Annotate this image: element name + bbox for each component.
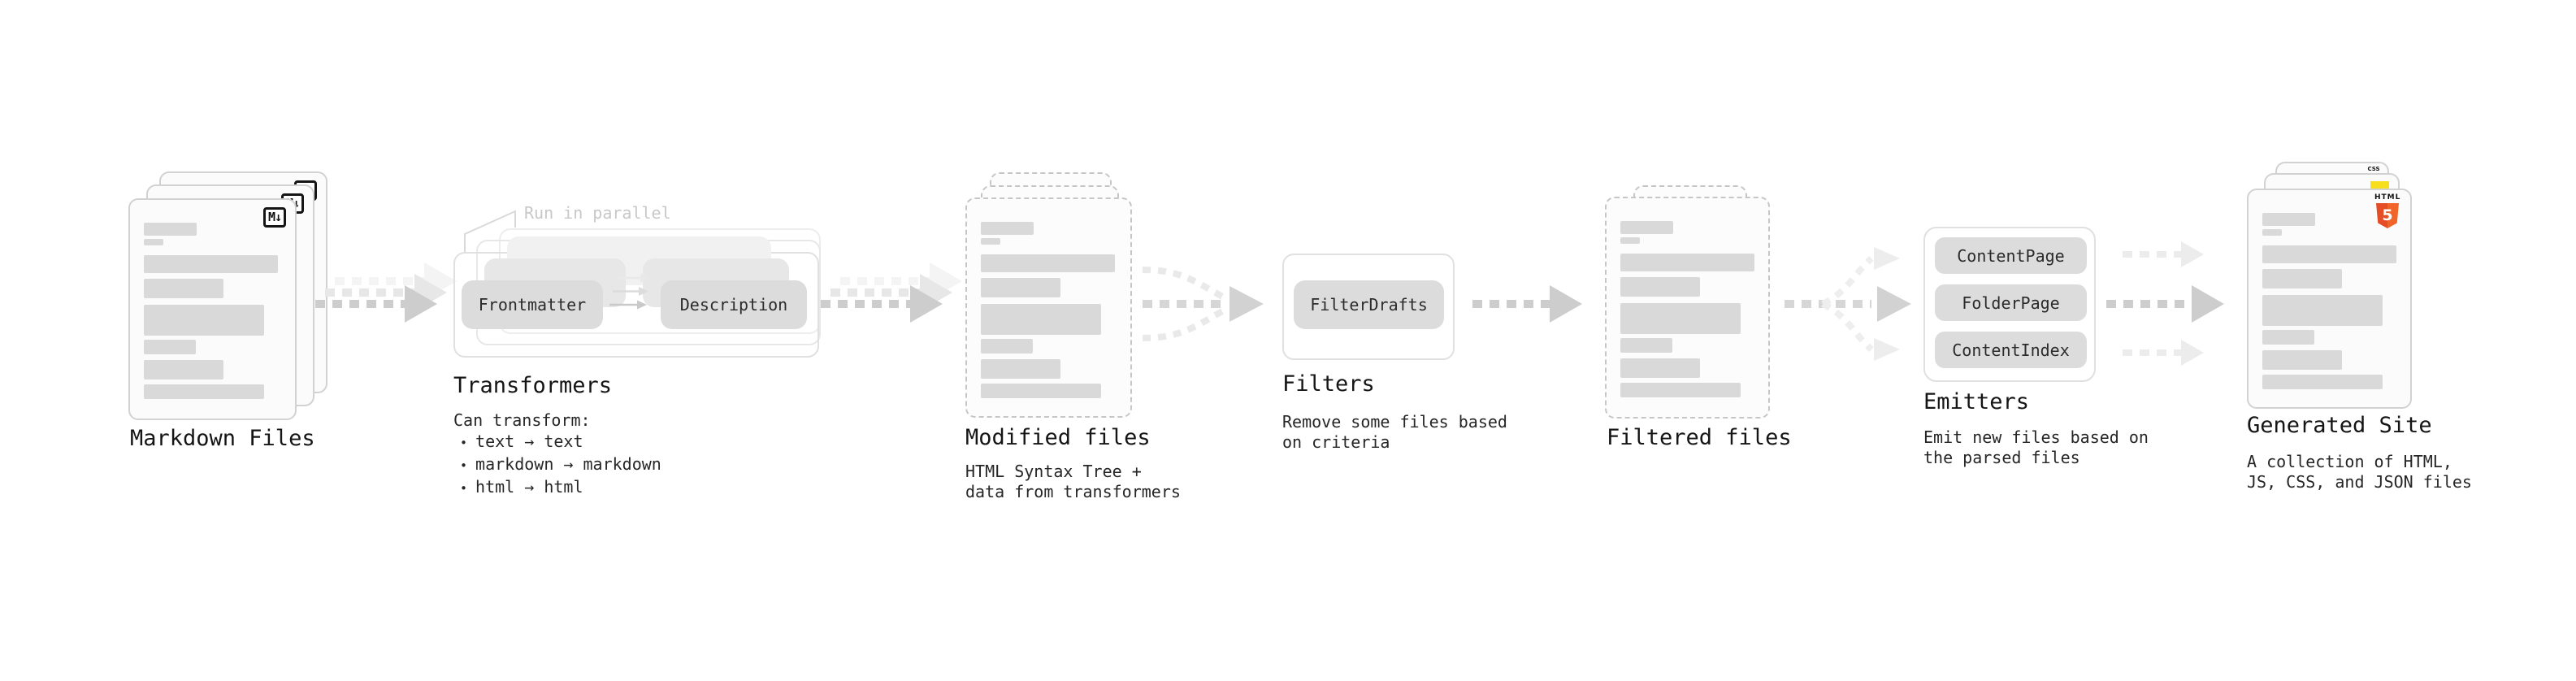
css-icon-label: CSS bbox=[2367, 166, 2380, 172]
flow-arrow-light bbox=[2123, 340, 2204, 366]
folderpage-pill: FolderPage bbox=[1935, 284, 2087, 321]
text-line-placeholder bbox=[981, 238, 1000, 245]
text-line-placeholder bbox=[2262, 350, 2342, 370]
text-line-placeholder bbox=[1620, 237, 1640, 244]
filterdrafts-pill: FilterDrafts bbox=[1294, 280, 1444, 329]
text-line-placeholder bbox=[981, 359, 1060, 379]
text-line-placeholder bbox=[981, 339, 1033, 354]
text-line-placeholder bbox=[1620, 277, 1700, 297]
parallel-arrows-icon bbox=[609, 273, 650, 310]
text-line-placeholder bbox=[1620, 303, 1741, 334]
text-line-placeholder bbox=[1620, 358, 1700, 378]
bullet-item: • html → html bbox=[460, 476, 661, 499]
text-line-placeholder bbox=[981, 278, 1060, 297]
text-line-placeholder bbox=[1620, 338, 1672, 353]
frontmatter-pill: Frontmatter bbox=[462, 280, 603, 329]
run-in-parallel-annotation: Run in parallel bbox=[524, 203, 671, 223]
text-line-placeholder bbox=[144, 223, 197, 236]
modified-files-caption: HTML Syntax Tree + data from transformer… bbox=[965, 462, 1181, 502]
html5-shield: 5 bbox=[2376, 203, 2399, 228]
text-line-placeholder bbox=[981, 304, 1101, 335]
bullet-marker: • bbox=[460, 436, 468, 450]
markdown-file-card: M↓ bbox=[128, 198, 297, 420]
bullet-text: text → text bbox=[475, 432, 583, 451]
text-line-placeholder bbox=[2262, 295, 2383, 326]
text-line-placeholder bbox=[2262, 213, 2315, 226]
text-line-placeholder bbox=[144, 360, 223, 380]
caption-line: JS, CSS, and JSON files bbox=[2247, 472, 2472, 492]
text-line-placeholder bbox=[981, 254, 1115, 272]
flow-arrow bbox=[1472, 285, 1582, 323]
stage-title-filtered-files: Filtered files bbox=[1607, 425, 1792, 450]
text-line-placeholder bbox=[2262, 229, 2282, 236]
description-pill: Description bbox=[661, 280, 807, 329]
caption-line: Remove some files based bbox=[1282, 412, 1507, 432]
bullet-marker: • bbox=[460, 481, 468, 496]
flow-arrow bbox=[821, 285, 943, 323]
contentindex-pill: ContentIndex bbox=[1935, 332, 2087, 368]
stage-title-emitters: Emitters bbox=[1923, 389, 2030, 414]
emitters-caption: Emit new files based on the parsed files bbox=[1923, 427, 2149, 468]
html5-icon: HTML 5 bbox=[2374, 194, 2400, 228]
stage-title-transformers: Transformers bbox=[453, 373, 613, 398]
contentpage-pill: ContentPage bbox=[1935, 237, 2087, 274]
flow-arrow bbox=[2106, 285, 2224, 323]
flow-arrow bbox=[315, 285, 437, 323]
annotation-leader-line bbox=[464, 210, 516, 252]
stage-title-modified-files: Modified files bbox=[965, 425, 1151, 450]
text-line-placeholder bbox=[981, 384, 1101, 398]
caption-line: data from transformers bbox=[965, 482, 1181, 501]
bullet-item: • text → text bbox=[460, 431, 661, 453]
generated-site-caption: A collection of HTML, JS, CSS, and JSON … bbox=[2247, 452, 2472, 492]
text-line-placeholder bbox=[981, 222, 1034, 235]
diverge-arrow bbox=[1785, 247, 1911, 361]
javascript-icon bbox=[2370, 181, 2389, 190]
text-line-placeholder bbox=[2262, 245, 2396, 263]
text-line-placeholder bbox=[1620, 254, 1754, 271]
text-line-placeholder bbox=[144, 239, 163, 245]
text-line-placeholder bbox=[2262, 330, 2314, 345]
flow-arrow-light bbox=[2123, 241, 2204, 267]
text-line-placeholder bbox=[2262, 269, 2342, 288]
stage-title-generated-site: Generated Site bbox=[2247, 413, 2432, 438]
text-line-placeholder bbox=[144, 384, 264, 399]
text-line-placeholder bbox=[144, 340, 196, 354]
transformers-bullet-list: • text → text • markdown → markdown • html … bbox=[460, 431, 661, 499]
transformers-caption-heading: Can transform: bbox=[453, 410, 591, 430]
caption-line: on criteria bbox=[1282, 432, 1390, 452]
text-line-placeholder bbox=[144, 279, 223, 298]
bullet-marker: • bbox=[460, 458, 468, 473]
text-line-placeholder bbox=[144, 255, 278, 273]
text-line-placeholder bbox=[1620, 383, 1741, 397]
markdown-icon: M↓ bbox=[262, 207, 286, 228]
bullet-item: • markdown → markdown bbox=[460, 453, 661, 476]
filters-caption: Remove some files based on criteria bbox=[1282, 412, 1507, 453]
html-file-card: HTML 5 bbox=[2247, 189, 2412, 409]
converge-arrow bbox=[1142, 267, 1264, 341]
text-line-placeholder bbox=[2262, 375, 2383, 389]
filtered-file-card bbox=[1605, 197, 1770, 419]
stage-title-filters: Filters bbox=[1282, 371, 1375, 397]
caption-line: HTML Syntax Tree + bbox=[965, 462, 1142, 481]
modified-file-card bbox=[965, 197, 1132, 418]
stage-title-markdown-files: Markdown Files bbox=[130, 426, 315, 451]
caption-line: A collection of HTML, bbox=[2247, 452, 2452, 471]
html5-icon-label: HTML bbox=[2374, 193, 2401, 202]
caption-line: the parsed files bbox=[1923, 448, 2080, 467]
text-line-placeholder bbox=[144, 305, 264, 336]
html5-number: 5 bbox=[2382, 206, 2393, 224]
bullet-text: markdown → markdown bbox=[475, 454, 661, 474]
caption-line: Emit new files based on bbox=[1923, 427, 2149, 447]
text-line-placeholder bbox=[1620, 221, 1673, 234]
bullet-text: html → html bbox=[475, 477, 583, 497]
